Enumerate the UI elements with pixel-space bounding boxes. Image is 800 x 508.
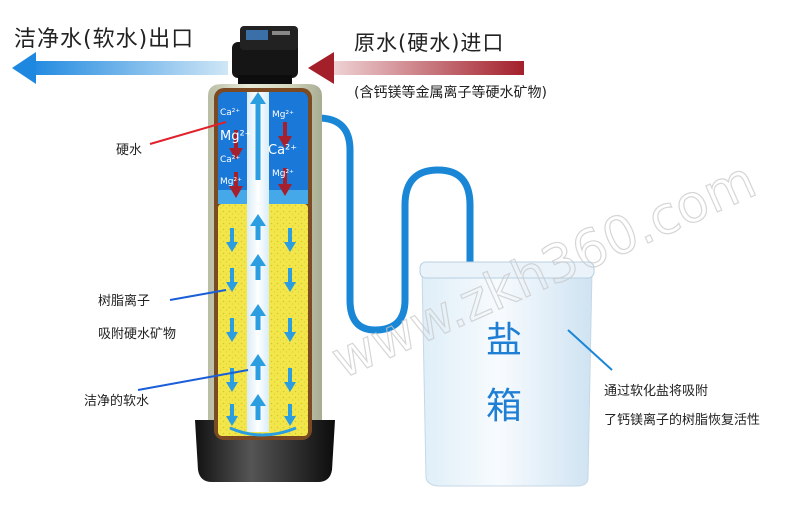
inlet-arrow — [308, 52, 524, 84]
resin-tank — [195, 84, 335, 482]
salt-note-line2: 了钙镁离子的树脂恢复活性 — [604, 412, 760, 428]
soft-water-pointer — [137, 369, 249, 391]
ion-label: Mg²⁺ — [220, 177, 242, 187]
resin-flow-arrows — [226, 228, 296, 426]
salt-pointer — [567, 329, 613, 371]
brine-hose — [314, 114, 474, 334]
hard-water-label: 硬水 — [116, 143, 142, 158]
ion-label: Mg²⁺ — [220, 129, 252, 144]
outlet-label: 洁净水(软水)出口 — [14, 27, 194, 52]
salt-note-line1: 通过软化盐将吸附 — [604, 384, 708, 399]
riser-flow-arrows — [250, 92, 266, 420]
ion-label: Ca²⁺ — [220, 108, 240, 118]
hard-water-arrows — [229, 122, 292, 198]
resin-label-line1: 树脂离子 — [98, 293, 150, 309]
hard-water-pointer — [149, 121, 227, 145]
salt-box — [419, 261, 595, 487]
salt-box-char-1: 盐 — [486, 320, 522, 361]
control-valve — [232, 26, 298, 87]
ion-label: Ca²⁺ — [220, 155, 240, 165]
inlet-label: 原水(硬水)进口 — [354, 31, 504, 55]
ion-label: Ca²⁺ — [268, 143, 297, 158]
ion-label: Mg²⁺ — [272, 169, 294, 179]
inlet-note: (含钙镁等金属离子等硬水矿物) — [354, 84, 547, 101]
outlet-arrow — [12, 52, 228, 84]
resin-label-line2: 吸附硬水矿物 — [98, 327, 176, 342]
soft-water-label: 洁净的软水 — [84, 393, 149, 409]
resin-pointer — [169, 289, 227, 301]
ion-label: Mg²⁺ — [272, 110, 294, 120]
salt-box-char-2: 箱 — [486, 386, 522, 427]
